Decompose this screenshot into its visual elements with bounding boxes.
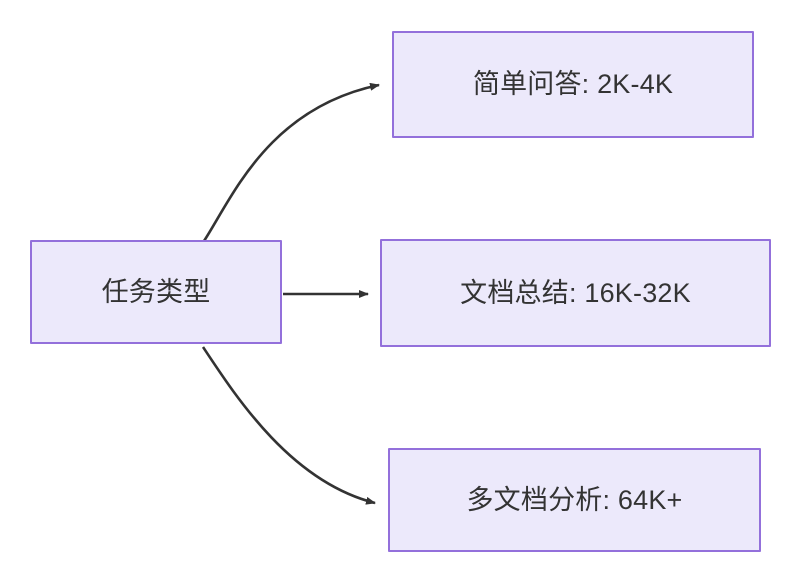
node-simple-qa[interactable]: 简单问答: 2K-4K	[392, 31, 754, 138]
edge-root-to-simple-qa	[202, 82, 380, 242]
node-doc-summary[interactable]: 文档总结: 16K-32K	[380, 239, 771, 347]
node-simple-qa-label: 简单问答: 2K-4K	[472, 69, 674, 100]
node-doc-summary-label: 文档总结: 16K-32K	[460, 277, 691, 308]
edge-root-to-multi-doc	[201, 346, 376, 505]
node-task-type-label: 任务类型	[101, 276, 211, 307]
node-task-type[interactable]: 任务类型	[30, 240, 282, 344]
node-multi-doc-analysis[interactable]: 多文档分析: 64K+	[388, 448, 761, 552]
node-multi-doc-analysis-label: 多文档分析: 64K+	[466, 484, 683, 515]
